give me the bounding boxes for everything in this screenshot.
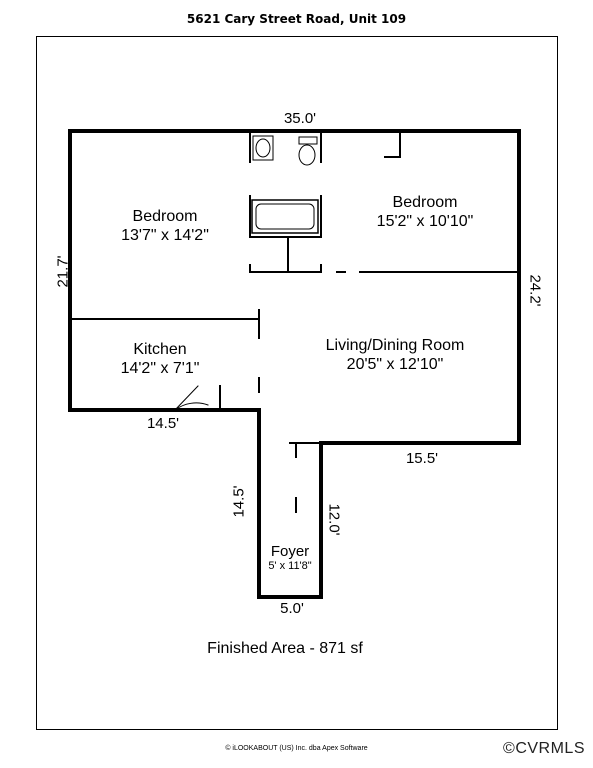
bathtub [251,199,319,234]
toilet-tank [298,136,318,145]
room-name: Bedroom [392,194,458,211]
room-name: Foyer [270,543,310,560]
room-foyer: Foyer 5' x 11'8" [255,543,325,572]
dim-living-bottom: 15.5' [405,450,439,467]
bathtub-inner [255,203,315,230]
sink-basin [255,138,271,158]
room-name: Living/Dining Room [325,337,465,354]
room-bedroom-right: Bedroom 15'2" x 10'10" [355,193,495,231]
dim-foyer-right: 12.0' [325,503,343,536]
door-leaf [174,385,199,411]
outer-wall [68,129,521,599]
brand-watermark: ©CVRMLS [503,740,585,757]
room-name: Kitchen [133,341,187,358]
room-kitchen: Kitchen 14'2" x 7'1" [95,340,225,378]
room-size: 5' x 11'8" [268,560,312,572]
room-bedroom-left: Bedroom 13'7" x 14'2" [100,207,230,245]
dim-foyer-left: 14.5' [230,485,248,518]
room-size: 15'2" x 10'10" [376,213,474,230]
footer-credit: © iLOOKABOUT (US) Inc. dba Apex Software [225,745,368,752]
page-title: 5621 Cary Street Road, Unit 109 [186,12,407,26]
toilet-bowl [298,144,316,166]
door-arc [174,402,209,411]
dim-left: 21.7' [54,255,72,288]
dim-top: 35.0' [283,110,317,127]
dim-foyer-bottom: 5.0' [280,600,304,617]
room-size: 20'5" x 12'10" [346,356,444,373]
plan-frame [36,36,558,730]
room-living: Living/Dining Room 20'5" x 12'10" [300,336,490,374]
room-size: 13'7" x 14'2" [121,227,209,244]
dim-right: 24.2' [526,274,544,307]
room-name: Bedroom [132,208,198,225]
finished-area: Finished Area - 871 sf [207,640,363,657]
room-size: 14'2" x 7'1" [120,360,200,377]
dim-kitchen-bottom: 14.5' [146,415,180,432]
